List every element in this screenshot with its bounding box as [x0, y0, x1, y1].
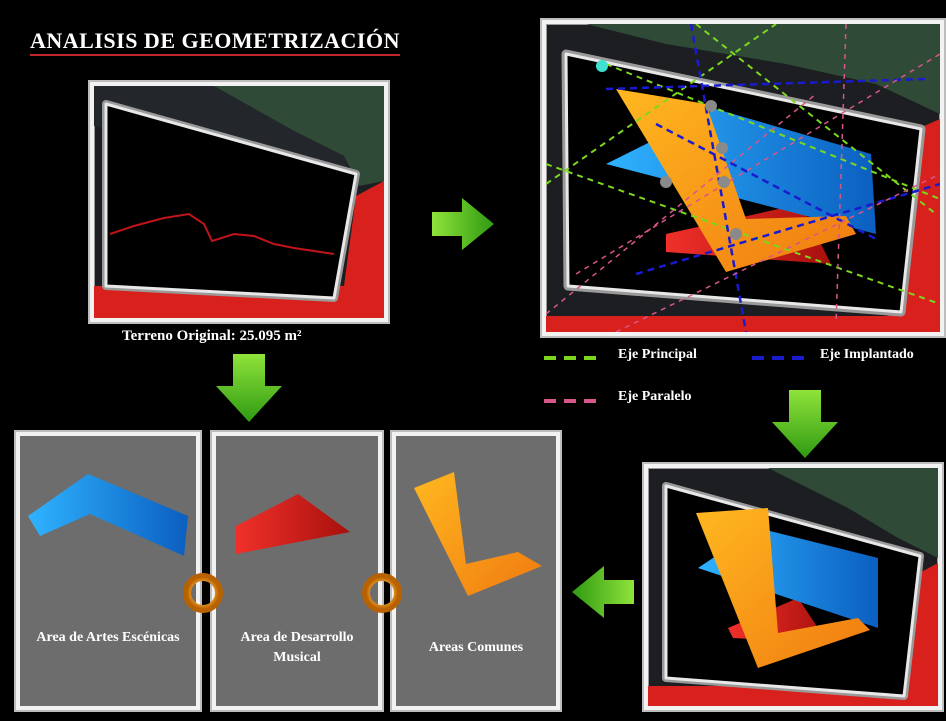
- arrow-down-icon: [216, 354, 282, 422]
- terrain-caption: Terreno Original: 25.095 m²: [122, 328, 302, 344]
- legend-paralelo-label: Eje Paralelo: [618, 389, 692, 404]
- arrow-right-icon: [432, 198, 494, 250]
- original-terrain-panel: [90, 82, 388, 322]
- ring-connector-icon: [183, 573, 223, 613]
- card-label: Areas Comunes: [428, 640, 524, 655]
- card-areas-comunes: Areas Comunes: [392, 432, 560, 710]
- red-volume-shape: [236, 494, 350, 554]
- arrow-left-icon: [572, 566, 634, 618]
- card-desarrollo-musical: Area de Desarrollo Musical: [212, 432, 382, 710]
- result-site-map: [648, 468, 938, 706]
- card-label: Area de Artes Escénicas: [36, 630, 180, 645]
- orange-volume-shape: [414, 472, 542, 596]
- legend-implantado-swatch: [752, 356, 812, 360]
- legend-principal-label: Eje Principal: [618, 347, 697, 362]
- legend-paralelo-swatch: [544, 399, 604, 403]
- legend-implantado-label: Eje Implantado: [820, 347, 914, 362]
- legend-principal-swatch: [544, 356, 604, 360]
- terrain-site-map: [94, 86, 384, 318]
- result-composition-panel: [644, 464, 942, 710]
- page-title: ANALISIS DE GEOMETRIZACIÓN: [30, 28, 400, 56]
- axes-analysis-panel: [542, 20, 944, 336]
- blue-volume-shape: [28, 474, 188, 556]
- axes-site-map: [546, 24, 940, 332]
- arrow-down-icon: [772, 390, 838, 458]
- card-artes-escenicas: Area de Artes Escénicas: [16, 432, 200, 710]
- card-label: Area de Desarrollo Musical: [240, 630, 354, 665]
- ring-connector-icon: [362, 573, 402, 613]
